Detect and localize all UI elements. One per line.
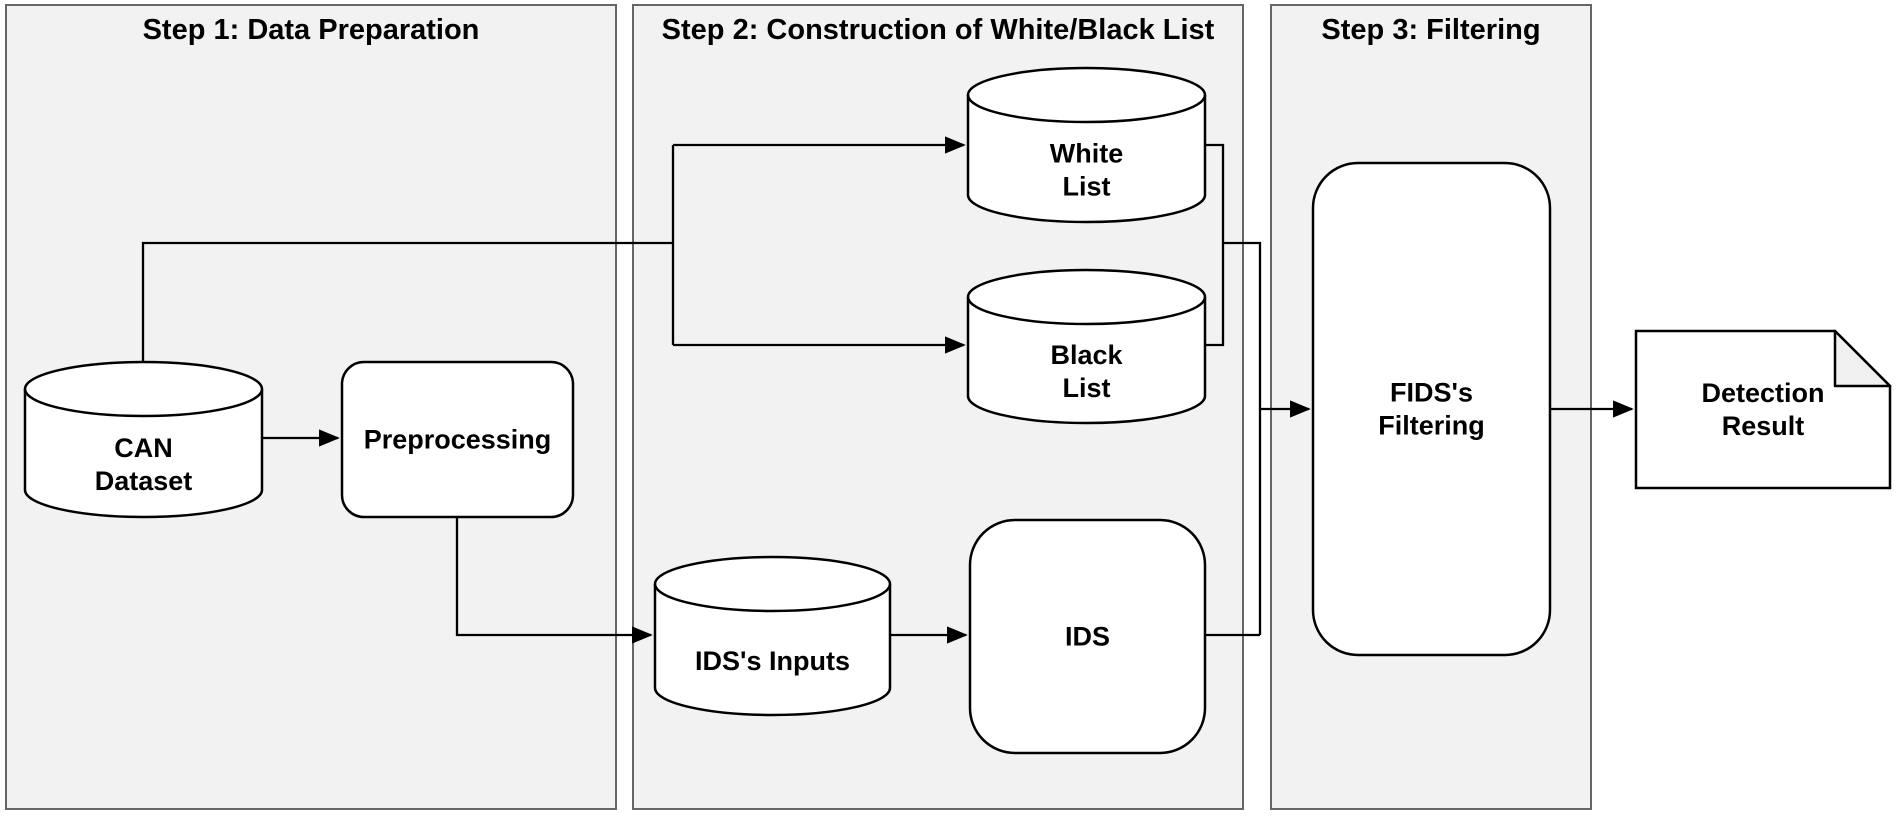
ids-label: IDS — [1065, 622, 1110, 652]
can-dataset-cylinder-lip — [23, 388, 264, 418]
preprocessing-label: Preprocessing — [364, 425, 552, 455]
black-list-cylinder-lip — [966, 296, 1207, 326]
panel-step3-title: Step 3: Filtering — [1321, 14, 1540, 46]
node-preprocessing: Preprocessing — [340, 360, 575, 519]
white-list-cylinder-lip — [966, 94, 1207, 124]
ids-box — [968, 518, 1207, 755]
fids-filtering-box — [1311, 161, 1552, 657]
ids-inputs-label: IDS's Inputs — [695, 646, 850, 676]
ids-inputs-cylinder-body — [653, 555, 892, 717]
edge-preprocessing-to-inputs — [455, 517, 653, 644]
detection-result-sheet — [1634, 329, 1892, 490]
edge-white-black-bracket — [1205, 143, 1225, 347]
panel-step1-title: Step 1: Data Preparation — [143, 14, 480, 46]
edge-can-to-splitter — [141, 241, 673, 362]
can-dataset-cylinder-body — [23, 360, 264, 519]
preprocessing-box — [340, 360, 575, 519]
ids-inputs-cylinder-lip — [653, 583, 892, 613]
edge-bracket-to-merge — [1223, 241, 1262, 635]
node-ids: IDS — [968, 518, 1207, 755]
detection-result-fold-corner — [1833, 329, 1892, 388]
panel-step2-title: Step 2: Construction of White/Black List — [662, 14, 1215, 46]
node-ids-inputs: IDS's Inputs — [653, 555, 892, 717]
white-list-cylinder-body — [966, 66, 1207, 224]
black-list-cylinder-body — [966, 268, 1207, 425]
